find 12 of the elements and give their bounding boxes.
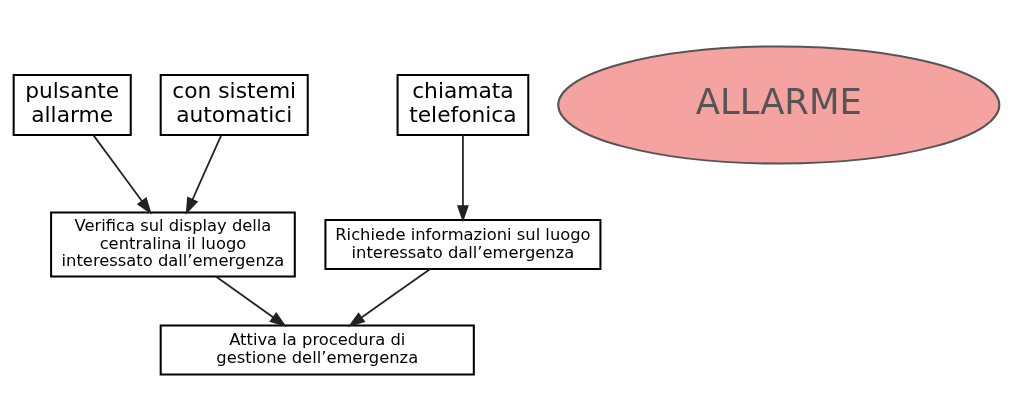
node-box: con sistemi automatici [159, 73, 309, 136]
node-box: pulsante allarme [12, 73, 132, 136]
node-box: Richiede informazioni sul luogo interessato dall’emergenza [324, 218, 602, 270]
arrow [348, 267, 431, 327]
arrow [456, 133, 469, 222]
node-ellipse: ALLARME [557, 44, 1001, 165]
node-box: Attiva la procedura di gestione dell’emergenza [159, 324, 475, 376]
node-box: Verifica sul display della centralina il luogo interessato dall’emergenza [50, 211, 296, 278]
node-box: chiamata telefonica [396, 73, 530, 136]
arrow [92, 133, 152, 214]
arrow [215, 275, 287, 327]
arrow [185, 133, 223, 215]
